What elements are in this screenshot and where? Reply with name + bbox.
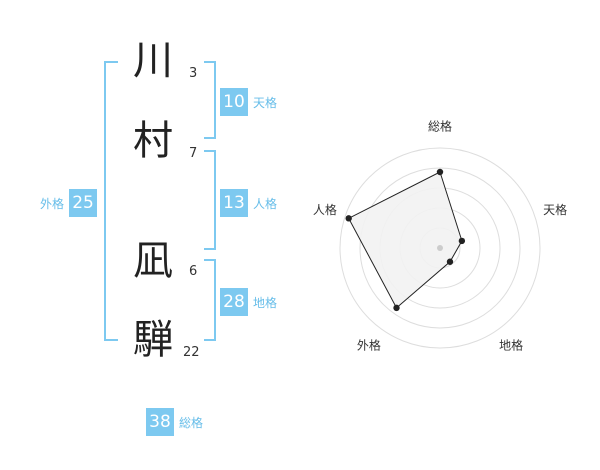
jinkaku-label: 人格	[253, 196, 278, 211]
radar-axis-label-1: 総格	[428, 119, 452, 134]
radar-point-3	[446, 258, 454, 265]
soukaku-badge: 38 総格	[146, 408, 203, 436]
radar-point-2	[458, 237, 466, 245]
tenkaku-label: 天格	[253, 95, 278, 110]
gaikaku-badge: 外格 25	[40, 189, 98, 217]
name-char-1: 川	[133, 38, 173, 84]
gaikaku-label: 外格	[40, 196, 65, 211]
stroke-count-3: 6	[189, 264, 198, 279]
radar-point-5	[345, 215, 352, 222]
tenkaku-bracket	[204, 61, 216, 139]
radar-center-dot	[437, 245, 443, 251]
radar-points	[345, 168, 466, 312]
radar-point-4	[393, 304, 400, 312]
name-char-3: 凪	[133, 238, 173, 284]
soukaku-value: 38	[146, 408, 174, 436]
gaikaku-bracket	[104, 61, 118, 341]
name-char-2: 村	[133, 118, 173, 164]
chikaku-value: 28	[220, 288, 248, 316]
tenkaku-value: 10	[220, 88, 248, 116]
radar-axis-label-2: 天格	[543, 202, 567, 217]
chikaku-label: 地格	[253, 295, 278, 310]
radar-ring-5	[339, 147, 541, 349]
radar-axis-label-4: 外格	[357, 337, 381, 352]
radar-ring-4	[359, 167, 521, 329]
stroke-count-2: 7	[189, 146, 198, 161]
chikaku-bracket	[204, 259, 216, 341]
radar-axis-label-5: 人格	[313, 202, 337, 217]
radar-point-1	[436, 168, 444, 176]
radar-axis-label-3: 地格	[499, 337, 523, 352]
chikaku-badge: 28 地格	[220, 288, 277, 316]
gaikaku-value: 25	[69, 189, 98, 217]
jinkaku-value: 13	[220, 189, 248, 217]
jinkaku-badge: 13 人格	[220, 189, 277, 217]
radar-polygon	[348, 171, 463, 309]
name-char-4: 騨	[133, 317, 173, 363]
stroke-count-1: 3	[189, 66, 198, 81]
soukaku-label: 総格	[179, 415, 204, 430]
stroke-count-4: 22	[183, 345, 200, 360]
tenkaku-badge: 10 天格	[220, 88, 277, 116]
jinkaku-bracket	[204, 150, 216, 250]
